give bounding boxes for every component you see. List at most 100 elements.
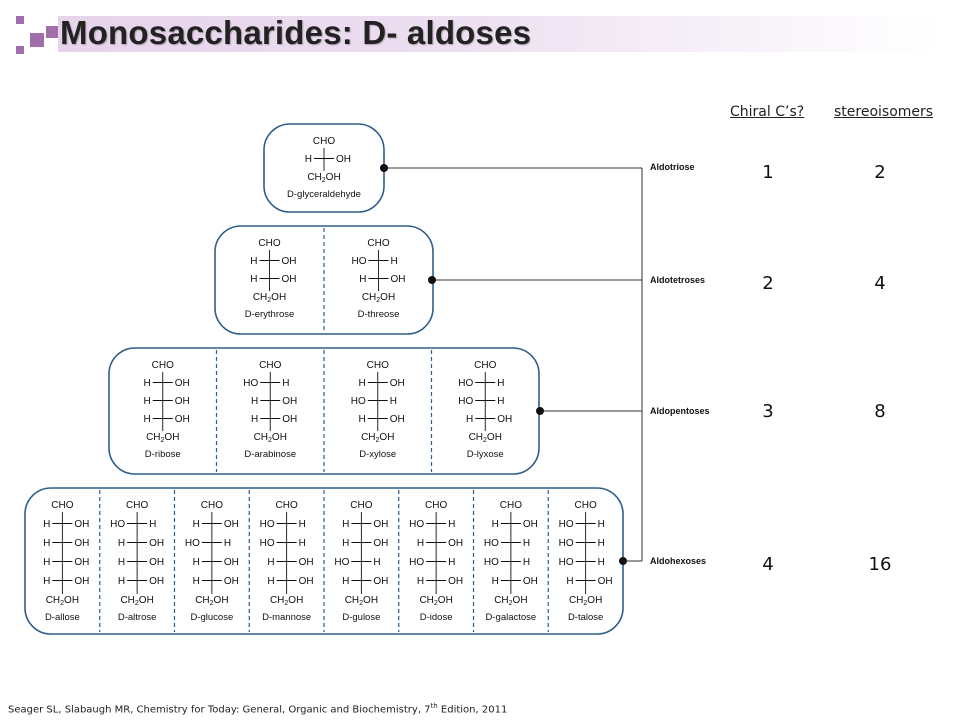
substituent-left: HO <box>409 519 424 530</box>
substituent-right: OH <box>74 576 89 587</box>
substituent-left: H <box>566 576 573 587</box>
substituent-right: H <box>448 519 455 530</box>
substituent-right: OH <box>390 414 405 425</box>
substituent-left: H <box>492 576 499 587</box>
substituent-right: H <box>282 378 289 389</box>
substituent-left: H <box>144 396 151 407</box>
substituent-right: OH <box>175 396 190 407</box>
sugar-name: D-idose <box>420 612 453 623</box>
substituent-right: H <box>598 557 605 568</box>
cho-label: CHO <box>367 360 389 371</box>
substituent-left: HO <box>260 538 275 549</box>
substituent-left: H <box>417 576 424 587</box>
cho-label: CHO <box>500 500 522 511</box>
stereo-count-aldotetroses: 4 <box>874 273 886 294</box>
substituent-right: OH <box>282 396 297 407</box>
substituent-right: OH <box>149 576 164 587</box>
substituent-left: H <box>359 378 366 389</box>
sugar-name: D-mannose <box>262 612 311 623</box>
cho-label: CHO <box>126 500 148 511</box>
substituent-left: HO <box>458 378 473 389</box>
chiral-header: Chiral C’s? <box>730 104 805 120</box>
substituent-left: H <box>118 576 125 587</box>
ch2oh-label: CH2OH <box>120 595 153 607</box>
substituent-right: OH <box>448 576 463 587</box>
sugar-name: D-gulose <box>342 612 380 623</box>
stereo-count-aldopentoses: 8 <box>874 401 886 422</box>
substituent-right: OH <box>74 557 89 568</box>
substituent-right: OH <box>74 519 89 530</box>
substituent-right: H <box>448 557 455 568</box>
substituent-left: H <box>193 519 200 530</box>
ch2oh-label: CH2OH <box>46 595 79 607</box>
substituent-left: H <box>267 557 274 568</box>
cho-label: CHO <box>350 500 372 511</box>
substituent-right: H <box>523 538 530 549</box>
substituent-right: OH <box>282 256 297 267</box>
substituent-right: OH <box>373 538 388 549</box>
cho-label: CHO <box>51 500 73 511</box>
citation: Seager SL, Slabaugh MR, Chemistry for To… <box>8 702 507 715</box>
chiral-count-aldohexoses: 4 <box>762 554 774 575</box>
cho-label: CHO <box>575 500 597 511</box>
substituent-left: H <box>342 576 349 587</box>
chiral-count-aldopentoses: 3 <box>762 401 774 422</box>
substituent-right: OH <box>523 519 538 530</box>
family-label: Aldohexoses <box>650 556 706 566</box>
substituent-right: H <box>497 378 504 389</box>
substituent-left: H <box>492 519 499 530</box>
sugar-name: D-ribose <box>145 449 181 460</box>
sugar-name: D-glucose <box>190 612 233 623</box>
stereo-count-aldotriose: 2 <box>874 162 886 183</box>
ch2oh-label: CH2OH <box>494 595 527 607</box>
substituent-left: H <box>118 538 125 549</box>
substituent-left: H <box>342 538 349 549</box>
substituent-right: OH <box>299 557 314 568</box>
substituent-left: H <box>193 557 200 568</box>
substituent-right: H <box>598 519 605 530</box>
ch2oh-label: CH2OH <box>361 432 394 444</box>
substituent-right: H <box>523 557 530 568</box>
sugar-name: D-lyxose <box>467 449 504 460</box>
substituent-left: H <box>251 396 258 407</box>
substituent-left: HO <box>484 538 499 549</box>
substituent-right: OH <box>373 519 388 530</box>
substituent-right: H <box>391 256 398 267</box>
substituent-right: H <box>373 557 380 568</box>
substituent-left: HO <box>559 557 574 568</box>
substituent-right: OH <box>336 154 351 165</box>
decor-square <box>16 46 24 54</box>
substituent-right: OH <box>373 576 388 587</box>
substituent-right: OH <box>282 274 297 285</box>
cho-label: CHO <box>152 360 174 371</box>
substituent-left: HO <box>352 256 367 267</box>
substituent-left: HO <box>243 378 258 389</box>
substituent-right: H <box>299 519 306 530</box>
substituent-left: HO <box>484 557 499 568</box>
substituent-right: OH <box>224 557 239 568</box>
substituent-left: H <box>43 576 50 587</box>
sugar-name: D-glyceraldehyde <box>287 189 361 200</box>
sugar-name: D-xylose <box>359 449 396 460</box>
substituent-left: H <box>251 414 258 425</box>
sugar-name: D-talose <box>568 612 603 623</box>
family-label: Aldopentoses <box>650 406 710 416</box>
ch2oh-label: CH2OH <box>362 292 395 304</box>
substituent-right: OH <box>282 414 297 425</box>
cho-label: CHO <box>474 360 496 371</box>
cho-label: CHO <box>276 500 298 511</box>
sugar-name: D-threose <box>358 309 400 320</box>
substituent-right: H <box>598 538 605 549</box>
substituent-right: OH <box>391 274 406 285</box>
substituent-left: HO <box>351 396 366 407</box>
stereo-count-aldohexoses: 16 <box>868 554 892 575</box>
substituent-right: H <box>149 519 156 530</box>
sugar-name: D-galactose <box>486 612 537 623</box>
substituent-right: OH <box>149 557 164 568</box>
sugar-name: D-allose <box>45 612 80 623</box>
substituent-left: H <box>305 154 312 165</box>
substituent-left: H <box>417 538 424 549</box>
substituent-left: HO <box>334 557 349 568</box>
substituent-left: H <box>144 378 151 389</box>
